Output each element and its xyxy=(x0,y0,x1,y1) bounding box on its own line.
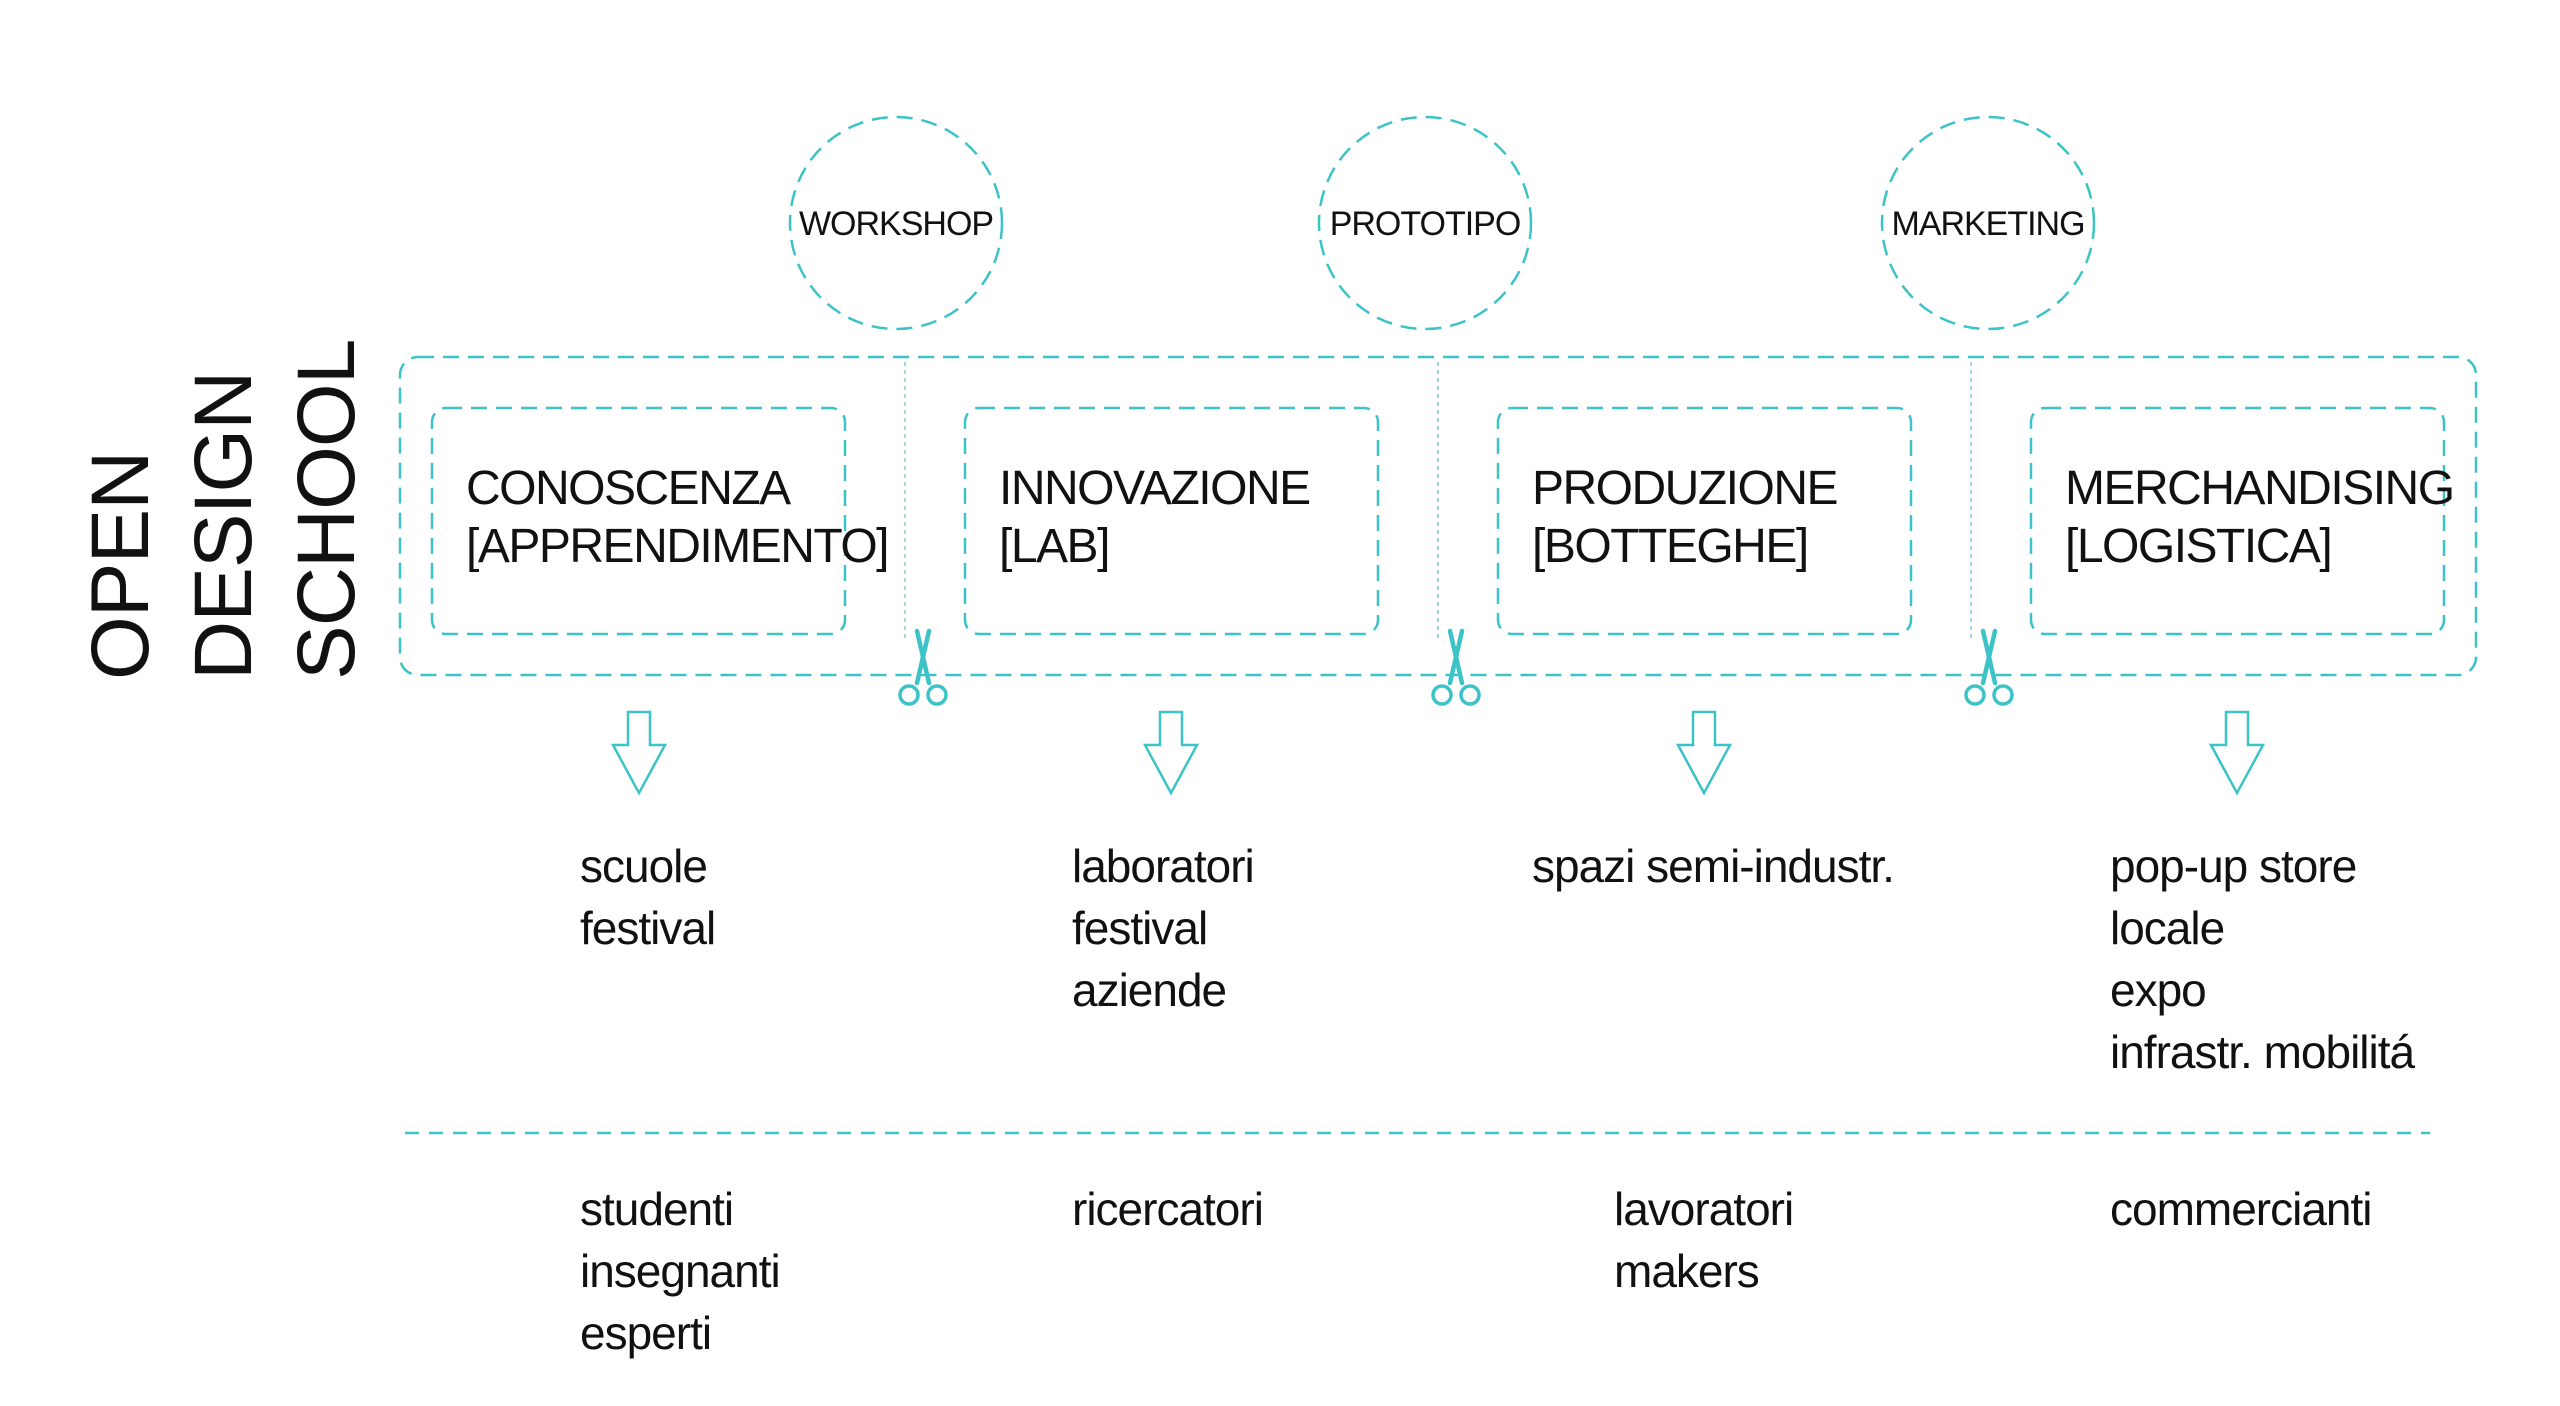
list-item: scuole xyxy=(580,840,708,892)
people-list-conoscenza: studenti insegnanti esperti xyxy=(580,1178,781,1364)
people-list-innovazione: ricercatori xyxy=(1072,1178,1264,1240)
stage-sub: [LAB] xyxy=(999,520,1110,573)
list-item: spazi semi-industr. xyxy=(1532,840,1895,892)
list-item: makers xyxy=(1614,1245,1760,1297)
list-item: festival xyxy=(580,902,716,954)
stage-name: INNOVAZIONE xyxy=(999,462,1311,515)
stage-name: PRODUZIONE xyxy=(1532,462,1839,515)
stage-label-innovazione: INNOVAZIONE [LAB] xyxy=(999,460,1311,576)
bubble-marketing xyxy=(1880,115,2096,331)
bubble-label-workshop: WORKSHOP xyxy=(798,205,994,243)
bubble-label-prototipo: PROTOTIPO xyxy=(1329,205,1522,243)
stage-label-produzione: PRODUZIONE [BOTTEGHE] xyxy=(1532,460,1839,576)
places-list-conoscenza: scuole festival xyxy=(580,835,716,959)
outer-container xyxy=(398,355,2478,677)
stage-box-produzione xyxy=(1496,406,1913,636)
arrow-down-icon xyxy=(1675,710,1733,796)
stage-box-innovazione xyxy=(963,406,1380,636)
bubble-prototipo xyxy=(1317,115,1533,331)
list-item: pop-up store xyxy=(2110,840,2357,892)
list-item: festival xyxy=(1072,902,1208,954)
bubble-workshop xyxy=(788,115,1004,331)
arrow-down-icon xyxy=(610,710,668,796)
list-item: esperti xyxy=(580,1307,712,1359)
stage-sub: [LOGISTICA] xyxy=(2065,520,2333,573)
scissors-icon xyxy=(1964,628,2014,706)
people-list-merchandising: commercianti xyxy=(2110,1178,2373,1240)
arrow-down-icon xyxy=(2208,710,2266,796)
list-item: locale xyxy=(2110,902,2225,954)
places-list-produzione: spazi semi-industr. xyxy=(1532,835,1895,897)
stage-box-merchandising xyxy=(2029,406,2446,636)
arrow-down-icon xyxy=(1142,710,1200,796)
list-item: aziende xyxy=(1072,964,1227,1016)
list-item: studenti xyxy=(580,1183,734,1235)
list-item: insegnanti xyxy=(580,1245,781,1297)
stage-box-conoscenza xyxy=(430,406,847,636)
stage-label-conoscenza: CONOSCENZA [APPRENDIMENTO] xyxy=(466,460,890,576)
list-item: commercianti xyxy=(2110,1183,2373,1235)
stage-sub: [BOTTEGHE] xyxy=(1532,520,1809,573)
list-item: laboratori xyxy=(1072,840,1255,892)
bubble-label-marketing: MARKETING xyxy=(1891,205,2085,243)
places-list-innovazione: laboratori festival aziende xyxy=(1072,835,1255,1021)
scissors-icon xyxy=(898,628,948,706)
stage-name: CONOSCENZA xyxy=(466,462,791,515)
stage-label-merchandising: MERCHANDISING [LOGISTICA] xyxy=(2065,460,2455,576)
list-item: infrastr. mobilitá xyxy=(2110,1026,2415,1078)
people-list-produzione: lavoratori makers xyxy=(1614,1178,1794,1302)
places-list-merchandising: pop-up store locale expo infrastr. mobil… xyxy=(2110,835,2415,1083)
stage-sub: [APPRENDIMENTO] xyxy=(466,520,890,573)
scissors-icon xyxy=(1431,628,1481,706)
list-item: expo xyxy=(2110,964,2207,1016)
stage-name: MERCHANDISING xyxy=(2065,462,2455,515)
list-item: ricercatori xyxy=(1072,1183,1264,1235)
list-item: lavoratori xyxy=(1614,1183,1794,1235)
